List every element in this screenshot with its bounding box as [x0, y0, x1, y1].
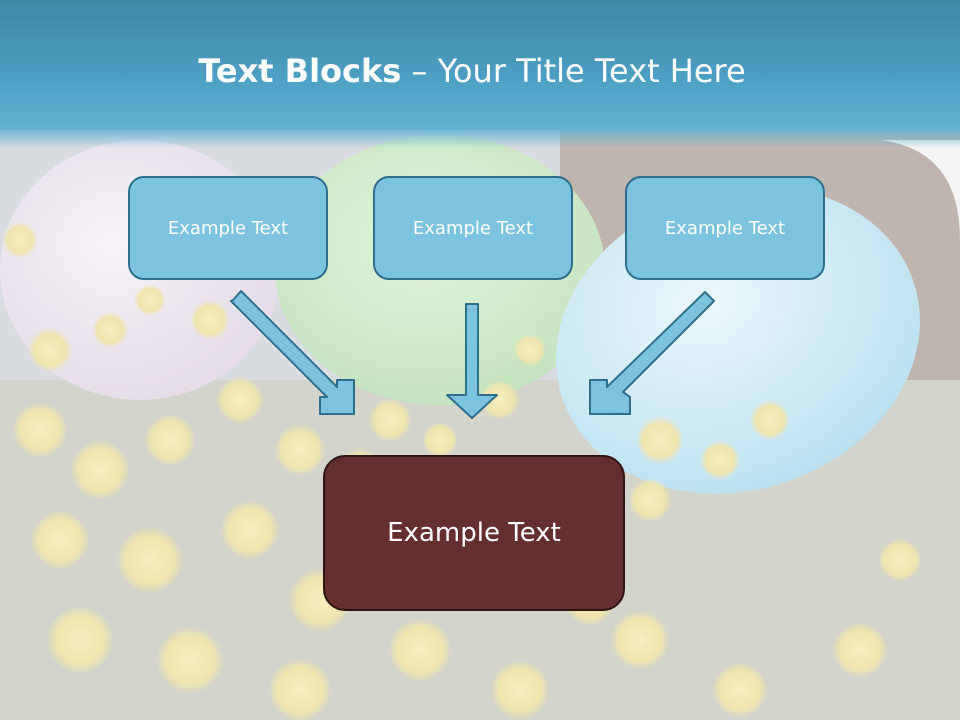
title-banner — [0, 0, 960, 148]
text-block-center[interactable]: Example Text — [373, 176, 573, 280]
title-dash: – — [401, 52, 438, 90]
text-block-left-label: Example Text — [167, 217, 289, 239]
text-block-left[interactable]: Example Text — [128, 176, 328, 280]
main-text-block[interactable]: Example Text — [323, 455, 625, 611]
slide-title: Text Blocks – Your Title Text Here — [0, 52, 944, 90]
main-text-block-label: Example Text — [387, 518, 561, 548]
title-bold-part: Text Blocks — [198, 52, 402, 90]
text-block-center-label: Example Text — [412, 217, 534, 239]
text-block-right-label: Example Text — [664, 217, 786, 239]
title-rest-part: Your Title Text Here — [437, 52, 746, 90]
text-block-right[interactable]: Example Text — [625, 176, 825, 280]
